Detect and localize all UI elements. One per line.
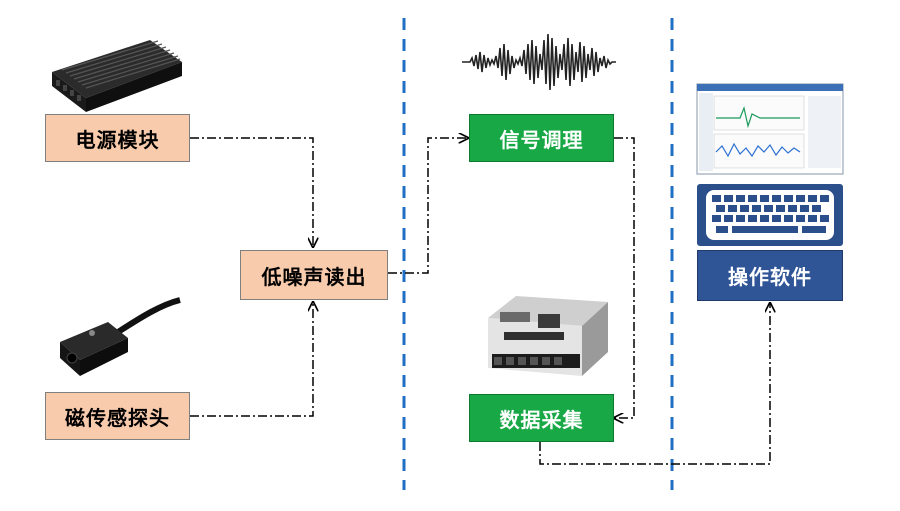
software-screenshot-image bbox=[696, 83, 844, 175]
connector-readout-to-conditioning bbox=[388, 138, 468, 274]
server-image bbox=[488, 296, 608, 376]
data-acquisition-box: 数据采集 bbox=[469, 394, 614, 442]
signal-conditioning-label: 信号调理 bbox=[499, 127, 584, 152]
magnetic-probe-label: 磁传感探头 bbox=[65, 405, 170, 430]
operating-software-box: 操作软件 bbox=[697, 250, 843, 301]
connector-acquisition-to-software bbox=[539, 303, 770, 465]
connector-power-to-readout bbox=[190, 137, 313, 247]
low-noise-readout-label: 低噪声读出 bbox=[261, 264, 367, 289]
connector-probe-to-readout bbox=[190, 302, 313, 417]
power-module-label: 电源模块 bbox=[75, 127, 160, 152]
power-module-box: 电源模块 bbox=[45, 114, 190, 162]
magnetic-probe-image bbox=[60, 297, 181, 376]
signal-conditioning-box: 信号调理 bbox=[469, 114, 614, 162]
data-acquisition-label: 数据采集 bbox=[499, 407, 584, 432]
waveform-image bbox=[462, 33, 616, 91]
low-noise-readout-box: 低噪声读出 bbox=[240, 250, 388, 300]
connector-conditioning-to-acquisition bbox=[614, 137, 635, 418]
operating-software-label: 操作软件 bbox=[728, 265, 812, 289]
magnetic-probe-box: 磁传感探头 bbox=[45, 392, 190, 440]
keyboard-image bbox=[697, 184, 843, 246]
power-supply-image bbox=[52, 40, 182, 112]
